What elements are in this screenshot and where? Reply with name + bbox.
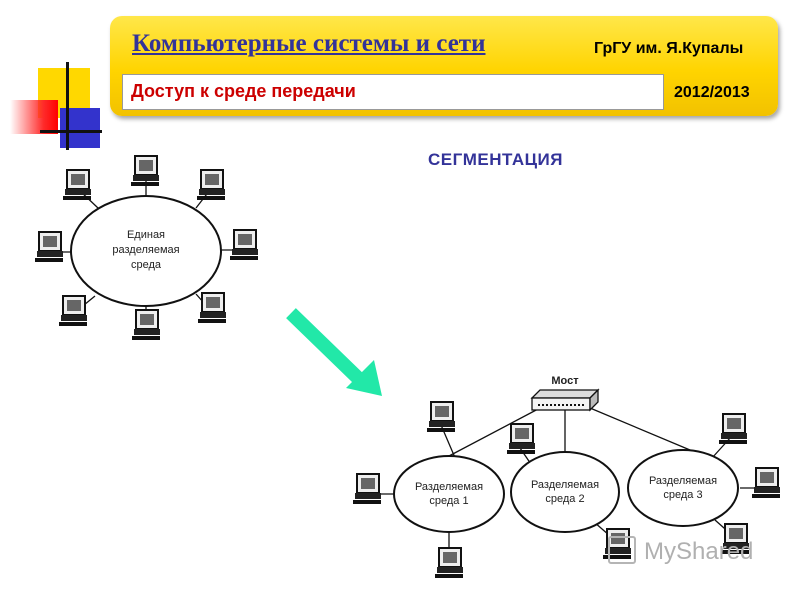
medium-label-line-3: среда <box>131 259 162 271</box>
medium-label-line-1: Единая <box>127 229 165 241</box>
shared-medium-ellipse <box>70 195 222 307</box>
academic-year: 2012/2013 <box>674 84 750 101</box>
university-name: ГрГУ им. Я.Купалы <box>594 40 744 57</box>
transition-arrow <box>286 308 382 396</box>
decor-red-bar <box>10 100 58 134</box>
computer-icon <box>434 547 464 579</box>
computer-icon <box>426 401 456 433</box>
topic-box: Доступ к среде передачи <box>122 74 664 110</box>
segment-2-label-line-1: Разделяемая <box>531 479 599 491</box>
bridge-label: Мост <box>551 375 579 387</box>
computer-icon <box>58 295 88 327</box>
segment-1-ellipse <box>393 455 505 533</box>
segment-3-ellipse <box>627 449 739 527</box>
medium-label-line-2: разделяемая <box>112 244 179 256</box>
computer-icon <box>131 309 161 341</box>
segment-2-ellipse <box>510 451 620 533</box>
decor-horizontal-line <box>40 130 102 133</box>
computer-icon <box>352 473 382 505</box>
computer-icon <box>197 292 227 324</box>
decor-vertical-line <box>66 62 69 150</box>
watermark-text: MyShared <box>644 538 754 565</box>
segment-3-label-line-1: Разделяемая <box>649 475 717 487</box>
computer-icon <box>62 169 92 201</box>
topic-title: Доступ к среде передачи <box>131 81 356 101</box>
segment-3-label-line-2: среда 3 <box>663 489 702 501</box>
watermark-icon <box>608 536 636 564</box>
computer-icon <box>751 467 781 499</box>
computer-icon <box>34 231 64 263</box>
bridge-device <box>530 388 600 412</box>
single-medium-diagram: Единая разделяемая среда <box>34 155 259 341</box>
computer-icon <box>130 155 160 187</box>
segmented-network-diagram: Разделяемая среда 1 Разделяемая среда 2 … <box>352 375 781 579</box>
computer-icon <box>229 229 259 261</box>
segment-1-label-line-1: Разделяемая <box>415 481 483 493</box>
computer-icon <box>718 413 748 445</box>
computer-icon <box>196 169 226 201</box>
section-heading: СЕГМЕНТАЦИЯ <box>428 150 563 169</box>
course-title: Компьютерные системы и сети <box>132 30 486 57</box>
segment-2-label-line-2: среда 2 <box>545 493 584 505</box>
segment-1-label-line-2: среда 1 <box>429 495 468 507</box>
